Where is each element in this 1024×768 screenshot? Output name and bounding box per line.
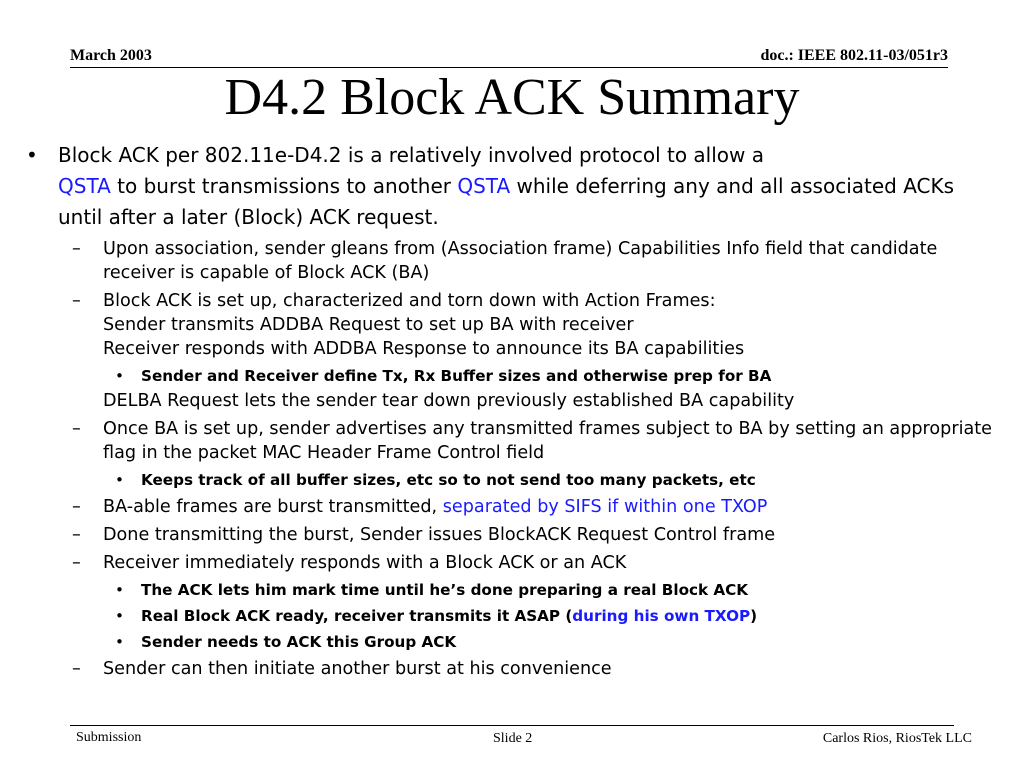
dash-marker: – (72, 525, 81, 545)
sub-item-receiver: – Receiver immediately responds with a B… (72, 553, 627, 573)
sub-bullet-buffers: • Sender and Receiver define Tx, Rx Buff… (115, 367, 772, 385)
header-doc-id: doc.: IEEE 802.11-03/051r3 (760, 47, 948, 64)
sub-item-setup: – Block ACK is set up, characterized and… (72, 291, 745, 359)
footer-rule (70, 725, 954, 726)
dash-marker: – (72, 659, 81, 679)
bullet-marker: • (115, 633, 124, 651)
sub-bullet-group-ack: • Sender needs to ACK this Group ACK (115, 633, 457, 651)
qsta-term: QSTA (58, 174, 111, 198)
bullet-marker: • (115, 367, 124, 385)
sub-bullet-ack: • The ACK lets him mark time until he’s … (115, 581, 749, 599)
bullet-marker: • (115, 471, 124, 489)
footer-submission: Submission (76, 730, 142, 745)
delba-line: DELBA Request lets the sender tear down … (103, 391, 795, 411)
dash-marker: – (72, 553, 81, 573)
bullet-marker: • (115, 581, 124, 599)
dash-marker: – (72, 239, 81, 259)
sub-item-burst: – BA-able frames are burst transmitted, … (72, 497, 768, 517)
dash-marker: – (72, 419, 81, 439)
footer-slide-number: Slide 2 (493, 731, 533, 746)
header-rule (70, 67, 948, 68)
sub-item-next-burst: – Sender can then initiate another burst… (72, 659, 612, 679)
bullet-main: • Block ACK per 802.11e-D4.2 is a relati… (0, 140, 958, 233)
qsta-term: QSTA (457, 174, 511, 198)
slide-body: • Block ACK per 802.11e-D4.2 is a relati… (0, 140, 1024, 681)
sub-item-done: – Done transmitting the burst, Sender is… (72, 525, 776, 545)
sub-item-advertise: – Once BA is set up, sender advertises a… (72, 419, 992, 463)
sub-bullet-real-ack: • Real Block ACK ready, receiver transmi… (115, 607, 758, 625)
dash-marker: – (72, 497, 81, 517)
sub-bullet-tracking: • Keeps track of all buffer sizes, etc s… (115, 471, 756, 489)
bullet-marker: • (26, 143, 38, 167)
bullet-marker: • (115, 607, 124, 625)
slide-title: D4.2 Block ACK Summary (224, 69, 800, 126)
footer-author: Carlos Rios, RiosTek LLC (822, 731, 972, 746)
header-date: March 2003 (70, 47, 152, 64)
txop-highlight: during his own TXOP (572, 607, 751, 625)
dash-marker: – (72, 291, 81, 311)
sub-item-association: – Upon association, sender gleans from (… (72, 239, 938, 283)
sifs-highlight: separated by SIFS if within one TXOP (442, 497, 768, 517)
